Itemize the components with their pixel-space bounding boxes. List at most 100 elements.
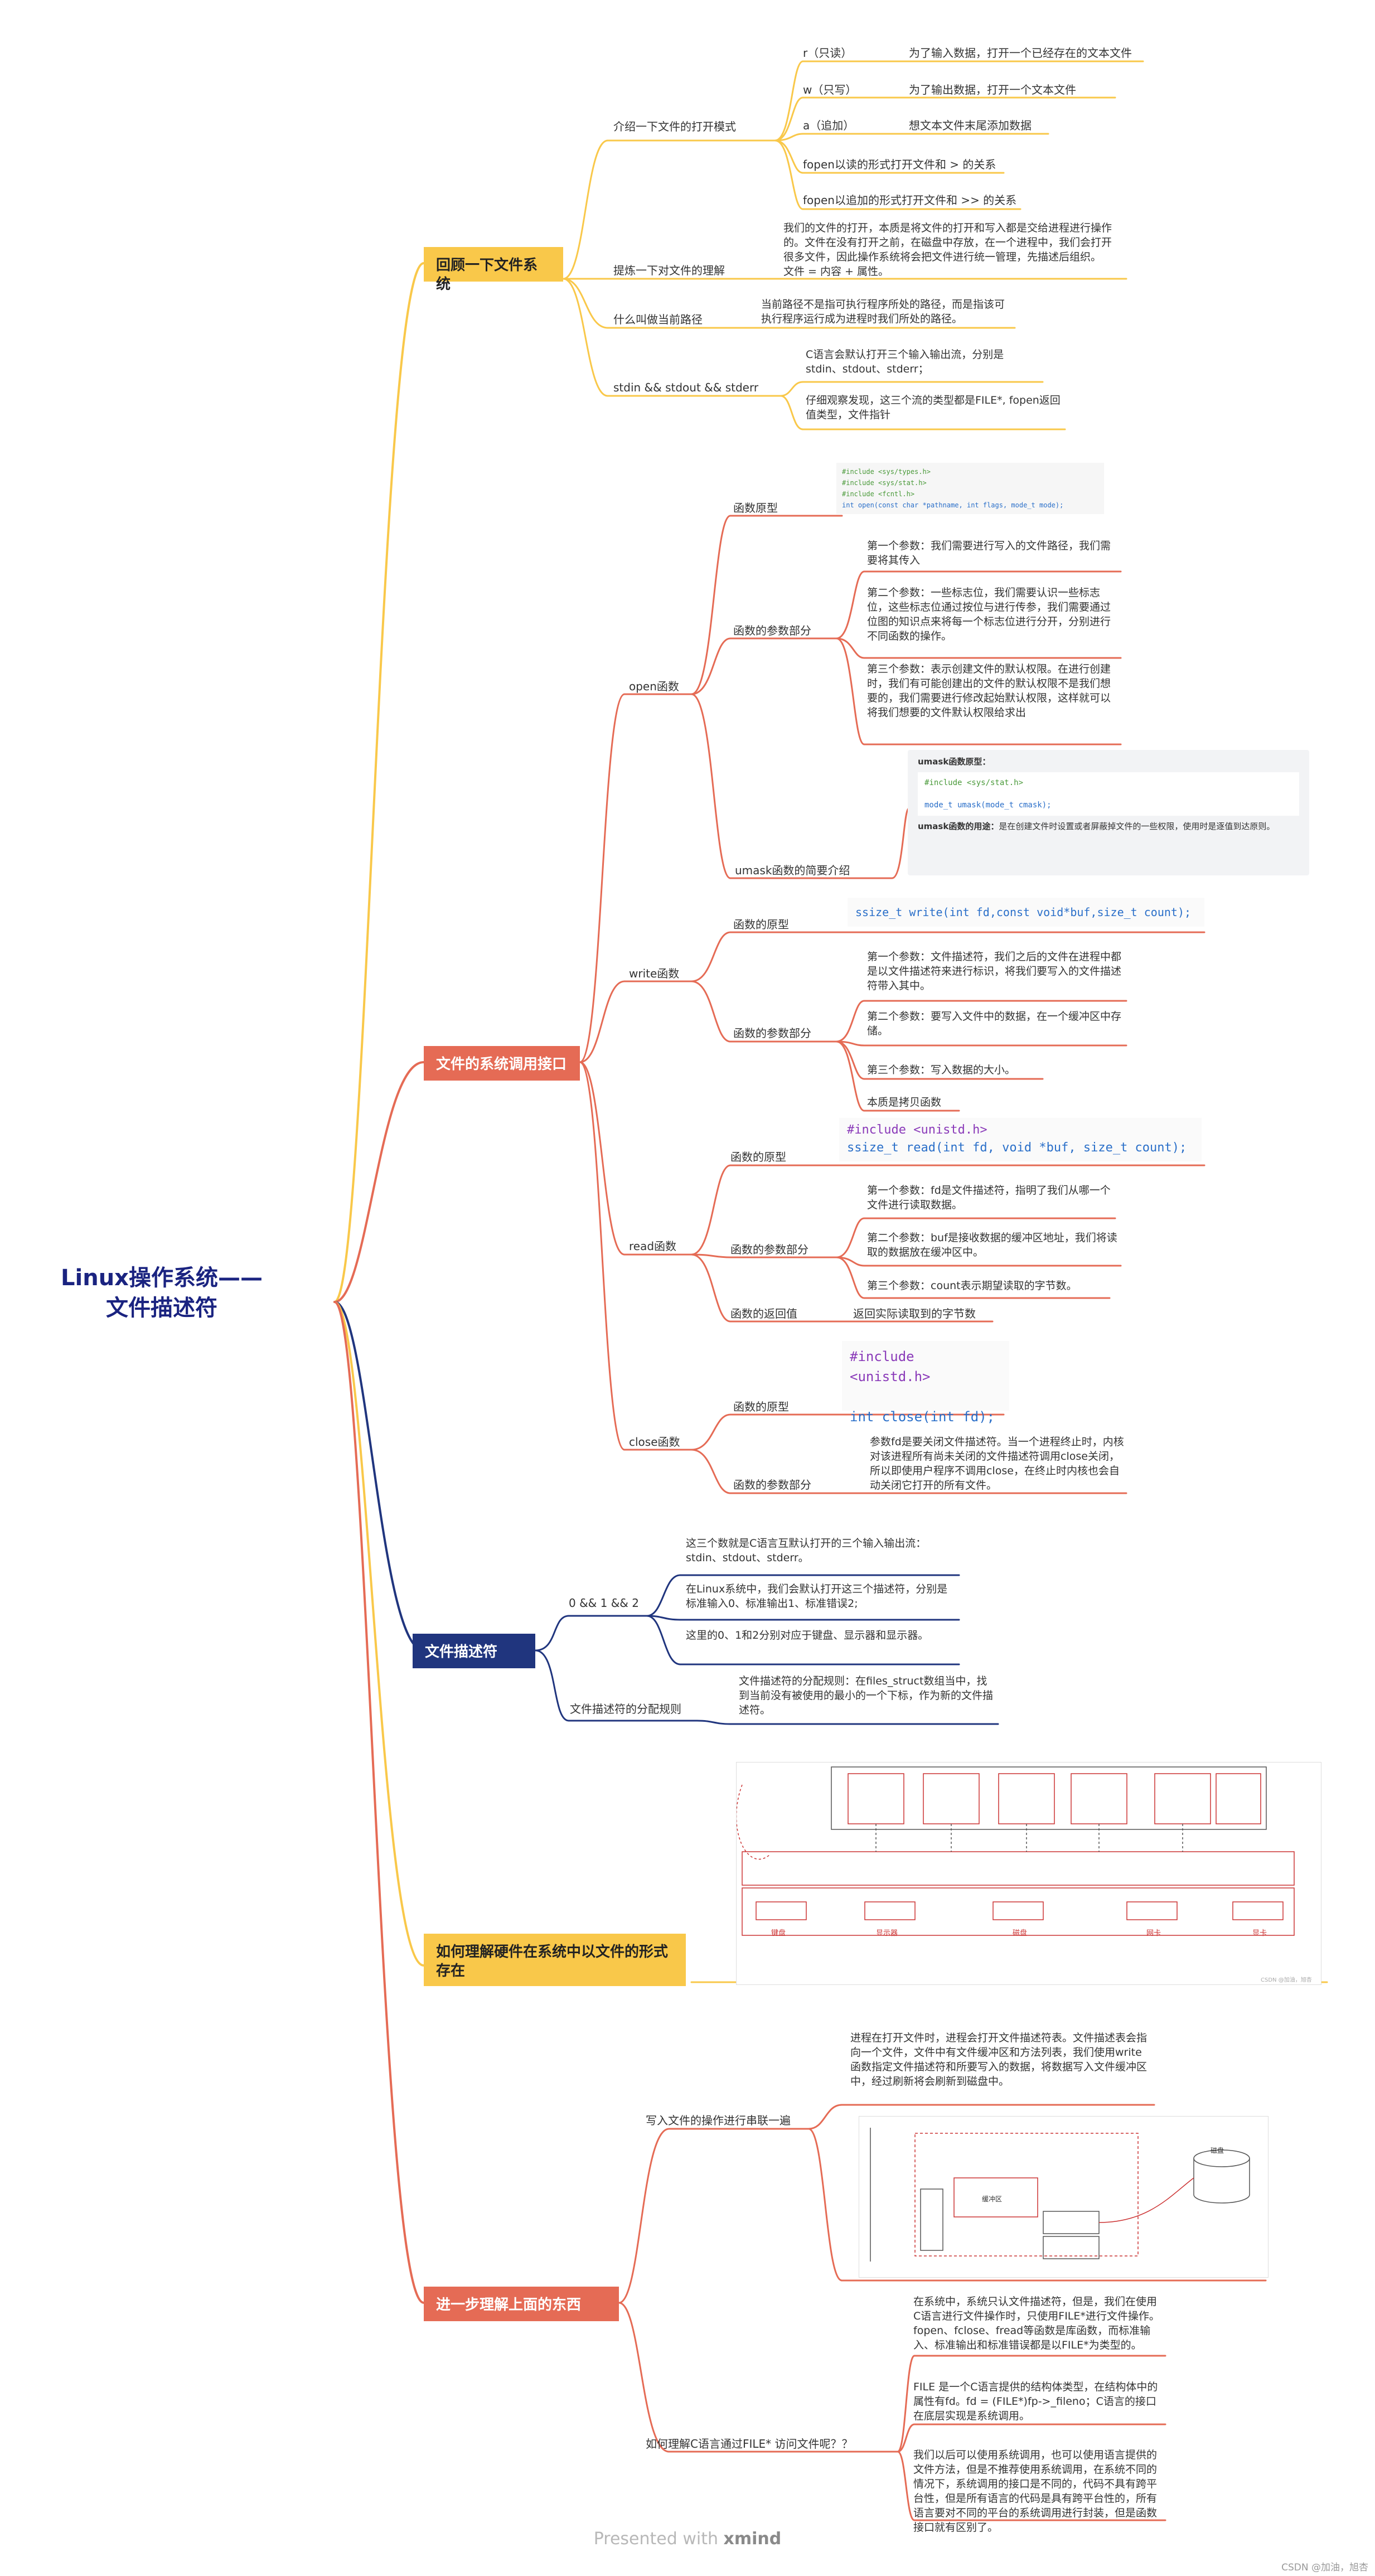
open-proto-label[interactable]: 函数原型	[733, 501, 778, 515]
read-param-1: 第一个参数：fd是文件描述符，指明了我们从哪一个文件进行读取数据。	[867, 1184, 1111, 1211]
root-topic[interactable]: Linux操作系统——文件描述符	[61, 1265, 263, 1321]
umask-use-text: 是在创建文件时设置或者屏蔽掉文件的一些权限，使用时是逐值到达原则。	[999, 821, 1275, 831]
topic-write[interactable]: write函数	[629, 967, 680, 980]
root-to-branch3	[333, 1301, 425, 1652]
branch-syscall-interface[interactable]: 文件的系统调用接口	[424, 1046, 580, 1081]
write-param-4: 本质是拷贝函数	[867, 1096, 942, 1108]
write-params-label[interactable]: 函数的参数部分	[733, 1026, 811, 1040]
stdio-text-1: C语言会默认打开三个输入输出流，分别是stdin、stdout、stderr；	[806, 348, 1004, 375]
stdio-text-2: 仔细观察发现，这三个流的类型都是FILE*, fopen返回值类型，文件指针	[806, 394, 1061, 421]
umask-code-line-2: mode_t umask(mode_t cmask);	[924, 801, 1052, 810]
open-code-line-3: #include <fcntl.h>	[842, 490, 915, 498]
branch-hardware-as-file[interactable]: 如何理解硬件在系统中以文件的形式存在	[424, 1934, 686, 1986]
topic-cwd[interactable]: 什么叫做当前路径	[613, 313, 703, 326]
read-code-line-1: #include <unistd.h>	[847, 1123, 987, 1137]
topic-open-modes[interactable]: 介绍一下文件的打开模式	[613, 120, 736, 133]
fd-alloc-text: 文件描述符的分配规则：在files_struct数组当中，找到当前没有被使用的最…	[739, 1675, 994, 1716]
hardware-file-figure: 键盘 显示器 磁盘 网卡 显卡 CSDN @加油，旭杏	[736, 1762, 1321, 1985]
mode-r[interactable]: r（只读）	[803, 46, 853, 60]
write-param-3: 第三个参数：写入数据的大小。	[867, 1064, 1016, 1076]
read-param-3: 第三个参数：count表示期望读取的字节数。	[867, 1280, 1077, 1292]
umask-use-title: umask函数的用途：	[918, 821, 999, 831]
device-monitor: 显示器	[876, 1929, 898, 1938]
umask-label[interactable]: umask函数的简要介绍	[735, 864, 850, 877]
device-disk: 磁盘	[1013, 1929, 1028, 1938]
root-to-branch4	[333, 1301, 425, 1967]
topic-read[interactable]: read函数	[629, 1239, 677, 1253]
mode-fopen-read[interactable]: fopen以读的形式打开文件和 > 的关系	[803, 158, 996, 171]
open-proto-code: #include <sys/types.h> #include <sys/sta…	[836, 463, 1104, 514]
topic-write-flow[interactable]: 写入文件的操作进行串联一遍	[646, 2114, 791, 2127]
open-code-line-4: int open(const char *pathname, int flags…	[842, 501, 1064, 509]
root-to-branch1	[333, 262, 425, 1303]
branch-further-understanding[interactable]: 进一步理解上面的东西	[424, 2287, 619, 2321]
umask-code-line-1: #include <sys/stat.h>	[924, 778, 1024, 787]
root-to-branch5	[333, 1301, 425, 2304]
write-flow-text: 进程在打开文件时，进程会打开文件描述符表。文件描述表会指向一个文件，文件中有文件…	[850, 2032, 1148, 2088]
mode-a[interactable]: a（追加）	[803, 119, 855, 132]
refine-text: 我们的文件的打开，本质是将文件的打开和写入都是交给进程进行操作的。文件在没有打开…	[783, 222, 1112, 278]
open-code-line-2: #include <sys/stat.h>	[842, 479, 927, 487]
umask-title: umask函数原型：	[918, 757, 991, 767]
read-param-2: 第二个参数：buf是接收数据的缓冲区地址，我们将读取的数据放在缓冲区中。	[867, 1232, 1117, 1258]
c-file-item-1: 在系统中，系统只认文件描述符，但是，我们在使用C语言进行文件操作时，只使用FIL…	[913, 2296, 1160, 2351]
write-proto-code: ssize_t write(int fd,const void*buf,size…	[848, 898, 1204, 927]
open-param-1: 第一个参数：我们需要进行写入的文件路径，我们需要将其传入	[867, 540, 1111, 566]
topic-fd-012[interactable]: 0 && 1 && 2	[569, 1596, 639, 1610]
read-ret-label[interactable]: 函数的返回值	[730, 1307, 797, 1320]
figure-label-disk: 磁盘	[1211, 2147, 1224, 2154]
read-proto-label[interactable]: 函数的原型	[730, 1150, 786, 1164]
close-params-text: 参数fd是要关闭文件描述符。当一个进程终止时，内核对该进程所有尚未关闭的文件描述…	[870, 1436, 1124, 1492]
hardware-diagram	[737, 1766, 1295, 1936]
write-param-1: 第一个参数：文件描述符，我们之后的文件在进程中都是以文件描述符来进行标识，将我们…	[867, 951, 1122, 992]
open-code-line-1: #include <sys/types.h>	[842, 468, 931, 476]
topic-close[interactable]: close函数	[629, 1435, 680, 1449]
device-keyboard: 键盘	[771, 1929, 786, 1938]
figure-watermark: CSDN @加油，旭杏	[1261, 1977, 1312, 1983]
open-param-3: 第三个参数：表示创建文件的默认权限。在进行创建时，我们有可能创建出的文件的默认权…	[867, 663, 1111, 719]
close-code-line-2: int close(int fd);	[850, 1409, 995, 1425]
mode-r-desc: 为了输入数据，打开一个已经存在的文本文件	[909, 46, 1132, 60]
open-param-2: 第二个参数：一些标志位，我们需要认识一些标志位，这些标志位通过按位与进行传参，我…	[867, 587, 1111, 642]
close-params-label[interactable]: 函数的参数部分	[733, 1478, 811, 1492]
mode-a-desc: 想文本文件末尾添加数据	[909, 119, 1032, 132]
fd012-item-1: 这三个数就是C语言互默认打开的三个输入输出流：stdin、stdout、stde…	[686, 1537, 927, 1564]
close-proto-code: #include <unistd.h> int close(int fd);	[842, 1341, 1009, 1425]
close-proto-label[interactable]: 函数的原型	[733, 1400, 789, 1413]
topic-open[interactable]: open函数	[629, 680, 679, 693]
root-to-branch2	[333, 1061, 425, 1303]
topic-refine[interactable]: 提炼一下对文件的理解	[613, 264, 725, 277]
umask-card: umask函数原型： #include <sys/stat.h> mode_t …	[908, 750, 1309, 875]
xmind-brand: xmind	[723, 2529, 782, 2549]
read-params-label[interactable]: 函数的参数部分	[730, 1243, 808, 1256]
write-flow-figure: 磁盘 缓冲区	[859, 2116, 1269, 2278]
open-params-label[interactable]: 函数的参数部分	[733, 624, 811, 637]
read-code-line-2: ssize_t read(int fd, void *buf, size_t c…	[847, 1141, 1187, 1155]
fd012-item-3: 这里的0、1和2分别对应于键盘、显示器和显示器。	[686, 1629, 929, 1642]
mode-fopen-append[interactable]: fopen以追加的形式打开文件和 >> 的关系	[803, 193, 1017, 207]
device-nic: 网卡	[1146, 1929, 1161, 1938]
read-proto-code: #include <unistd.h> ssize_t read(int fd,…	[839, 1118, 1202, 1161]
device-gpu: 显卡	[1252, 1929, 1267, 1938]
read-ret-text: 返回实际读取到的字节数	[853, 1307, 976, 1320]
write-param-2: 第二个参数：要写入文件中的数据，在一个缓冲区中存储。	[867, 1010, 1122, 1037]
umask-code: #include <sys/stat.h> mode_t umask(mode_…	[918, 772, 1299, 816]
close-code-line-1: #include <unistd.h>	[850, 1349, 931, 1384]
branch-file-descriptor[interactable]: 文件描述符	[413, 1634, 535, 1668]
c-file-item-2: FILE 是一个C语言提供的结构体类型，在结构体中的属性有fd。fd = (FI…	[913, 2381, 1158, 2422]
csdn-watermark: CSDN @加油，旭杏	[1281, 2562, 1368, 2573]
topic-stdio[interactable]: stdin && stdout && stderr	[613, 381, 759, 394]
branch-file-system-review[interactable]: 回顾一下文件系统	[424, 247, 563, 293]
presented-text: Presented with	[593, 2529, 718, 2549]
fd012-item-2: 在Linux系统中，我们会默认打开这三个描述符，分别是标准输入0、标准输出1、标…	[686, 1583, 948, 1610]
topic-fd-alloc[interactable]: 文件描述符的分配规则	[570, 1702, 681, 1716]
write-flow-diagram	[870, 2128, 1250, 2262]
c-file-item-3: 我们以后可以使用系统调用，也可以使用语言提供的文件方法，但是不推荐使用系统调用，…	[913, 2449, 1158, 2534]
write-proto-label[interactable]: 函数的原型	[733, 918, 789, 931]
topic-c-file[interactable]: 如何理解C语言通过FILE* 访问文件呢？？	[646, 2437, 853, 2451]
mode-w[interactable]: w（只写）	[803, 83, 857, 96]
presented-with-xmind: Presented with xmind	[0, 2529, 1375, 2549]
mode-w-desc: 为了输出数据，打开一个文本文件	[909, 83, 1076, 96]
cwd-text: 当前路径不是指可执行程序所处的路径，而是指该可执行程序运行成为进程时我们所处的路…	[761, 298, 1005, 325]
